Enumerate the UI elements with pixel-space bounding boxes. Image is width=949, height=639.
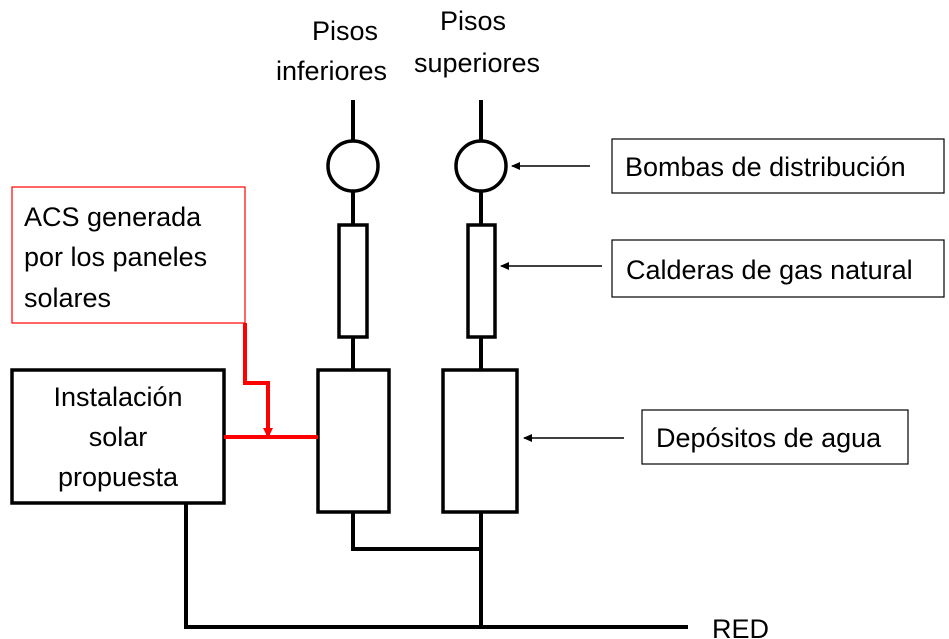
solar-installation-label-line3: propuesta <box>58 462 179 492</box>
lower-water-tank <box>316 368 391 514</box>
tanks-connection-pipe <box>351 512 481 551</box>
pumps-callout-label: Bombas de distribución <box>625 152 906 182</box>
boilers-callout-box <box>611 239 945 298</box>
tanks-callout-box <box>641 409 909 465</box>
lower-gas-boiler <box>337 223 369 339</box>
lower-distribution-pump <box>326 139 380 193</box>
acs-note-line2: por los paneles <box>24 242 207 272</box>
grid-label: RED <box>712 614 769 639</box>
upper-water-tank <box>441 368 519 514</box>
lower-floors-label-line1: Pisos <box>312 16 378 46</box>
acs-note-line3: solares <box>24 283 111 313</box>
solar-installation-label-line2: solar <box>89 422 148 452</box>
solar-installation-box <box>10 368 226 505</box>
acs-note-line1: ACS generada <box>24 202 202 232</box>
solar-installation-label-line1: Instalación <box>53 382 182 412</box>
acs-note-box <box>11 186 246 324</box>
pumps-callout-box <box>611 138 945 194</box>
upper-distribution-pump <box>454 139 508 193</box>
solar-to-grid-pipe <box>184 503 688 629</box>
acs-note-connector <box>243 323 273 438</box>
boilers-callout-label: Calderas de gas natural <box>626 255 913 285</box>
tanks-callout-label: Depósitos de agua <box>656 423 882 453</box>
upper-floors-label-line1: Pisos <box>440 6 506 36</box>
upper-floors-label-line2: superiores <box>414 48 540 78</box>
lower-floors-label-line2: inferiores <box>276 56 387 86</box>
upper-gas-boiler <box>466 223 497 339</box>
